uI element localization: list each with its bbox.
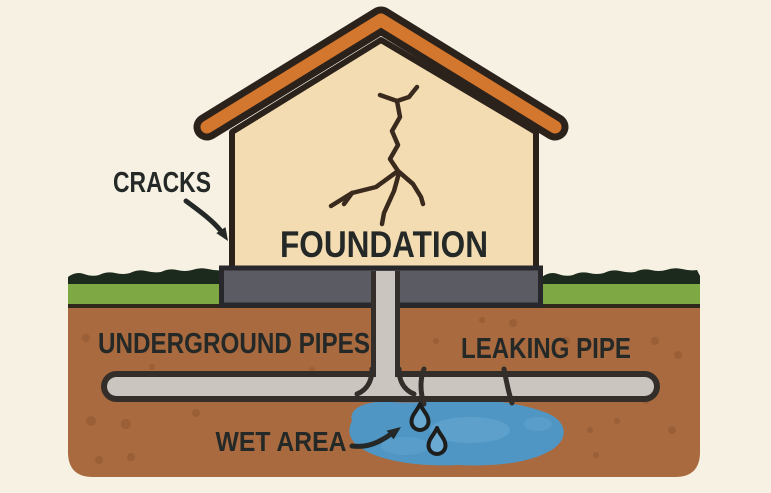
crack-line-branch-bottom bbox=[379, 170, 402, 227]
puddle-highlights bbox=[381, 417, 552, 455]
pipe-junction bbox=[354, 366, 417, 397]
grass-left bbox=[68, 284, 224, 304]
crack-line-branch-small bbox=[341, 190, 355, 207]
wet-area-arrow-icon bbox=[349, 427, 401, 449]
pipe-joint-marks bbox=[418, 366, 515, 407]
grass-right bbox=[542, 284, 700, 304]
water-drop-icon bbox=[409, 402, 448, 456]
foundation-label: FOUNDATION bbox=[280, 224, 488, 265]
vertical-pipe bbox=[376, 271, 395, 393]
wet-area-label: WET AREA bbox=[216, 426, 347, 457]
crack-icon bbox=[328, 84, 426, 227]
cracks-label: CRACKS bbox=[113, 167, 211, 199]
soil-speckles bbox=[82, 317, 682, 464]
underground-pipes-label: UNDERGROUND PIPES bbox=[98, 328, 370, 360]
water-drop-2 bbox=[426, 426, 448, 456]
crack-line-branch-top bbox=[377, 92, 400, 104]
water-drop-1 bbox=[409, 402, 431, 432]
cracks-arrow-icon bbox=[183, 198, 228, 241]
house-roof-icon bbox=[200, 13, 562, 134]
crack-line-main bbox=[387, 84, 426, 207]
house-wall bbox=[229, 37, 539, 272]
crack-line-branch-left bbox=[328, 168, 401, 209]
leaking-pipe-label: LEAKING PIPE bbox=[461, 333, 631, 365]
